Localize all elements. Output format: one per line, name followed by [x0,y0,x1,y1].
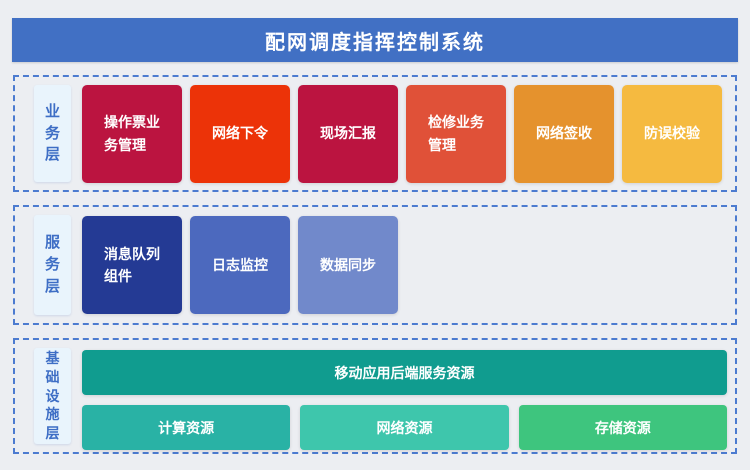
business-layer-boxes: 操作票业 务管理 网络下令 现场汇报 检修业务 管理 网络签收 防误校验 [82,84,727,183]
infrastructure-layer-label: 基础设施层 [34,348,71,444]
box-message-queue: 消息队列 组件 [82,216,182,314]
box-data-sync: 数据同步 [298,216,398,314]
infrastructure-resource-row: 计算资源 网络资源 存储资源 [82,405,727,450]
box-error-prevention-check: 防误校验 [622,84,722,183]
system-title-banner: 配网调度指挥控制系统 [12,18,738,62]
box-compute-resources: 计算资源 [82,405,291,450]
box-network-resources: 网络资源 [300,405,509,450]
service-layer-boxes: 消息队列 组件 日志监控 数据同步 [82,216,727,314]
service-layer-label: 服务层 [34,215,71,315]
box-network-order: 网络下令 [190,84,290,183]
infrastructure-boxes: 移动应用后端服务资源 计算资源 网络资源 存储资源 [82,350,727,450]
service-layer-section: 服务层 消息队列 组件 日志监控 数据同步 [13,205,737,325]
box-mobile-backend-resources: 移动应用后端服务资源 [82,350,727,395]
box-operation-ticket: 操作票业 务管理 [82,84,182,183]
box-network-sign: 网络签收 [514,84,614,183]
infrastructure-layer-section: 基础设施层 移动应用后端服务资源 计算资源 网络资源 存储资源 [13,338,737,454]
system-title: 配网调度指挥控制系统 [265,31,485,54]
box-site-report: 现场汇报 [298,84,398,183]
box-log-monitor: 日志监控 [190,216,290,314]
box-storage-resources: 存储资源 [518,405,727,450]
box-maintenance-management: 检修业务 管理 [406,84,506,183]
business-layer-section: 业务层 操作票业 务管理 网络下令 现场汇报 检修业务 管理 网络签收 防误校验 [13,75,737,192]
business-layer-label: 业务层 [34,85,71,182]
